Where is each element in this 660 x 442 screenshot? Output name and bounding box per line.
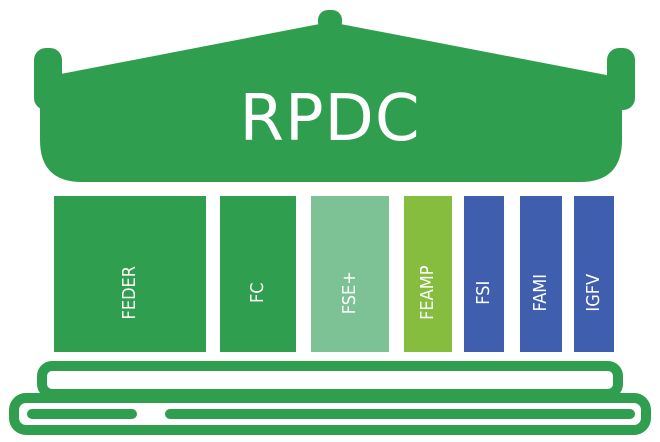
roof-body bbox=[40, 22, 622, 182]
pillar-label: FC bbox=[247, 282, 268, 303]
pediment-title: RPDC bbox=[239, 82, 420, 156]
pillar-label: FAMI bbox=[530, 274, 551, 312]
pediment: RPDC bbox=[34, 10, 635, 182]
pillars: FEDER FC FSE+ FEAMP FSI FAMI IGFV bbox=[54, 196, 614, 352]
pillar-label: FEAMP bbox=[417, 265, 438, 320]
pillar-label: FEDER bbox=[119, 266, 140, 320]
pillar-feamp bbox=[404, 196, 452, 352]
temple-base bbox=[9, 361, 651, 435]
pillar-label: IGFV bbox=[583, 274, 604, 312]
pillar-label: FSE+ bbox=[339, 271, 360, 314]
base-bottom-step bbox=[9, 393, 651, 435]
pillar-fsi bbox=[464, 196, 504, 352]
roof-peak bbox=[318, 10, 342, 32]
pillar-fse bbox=[311, 196, 389, 352]
pillar-fc bbox=[220, 196, 296, 352]
pillar-label: FSI bbox=[473, 281, 494, 305]
pillar-fami bbox=[520, 196, 562, 352]
base-top-step bbox=[37, 361, 623, 399]
pillar-feder bbox=[54, 196, 206, 352]
pillar-igfv bbox=[574, 196, 614, 352]
